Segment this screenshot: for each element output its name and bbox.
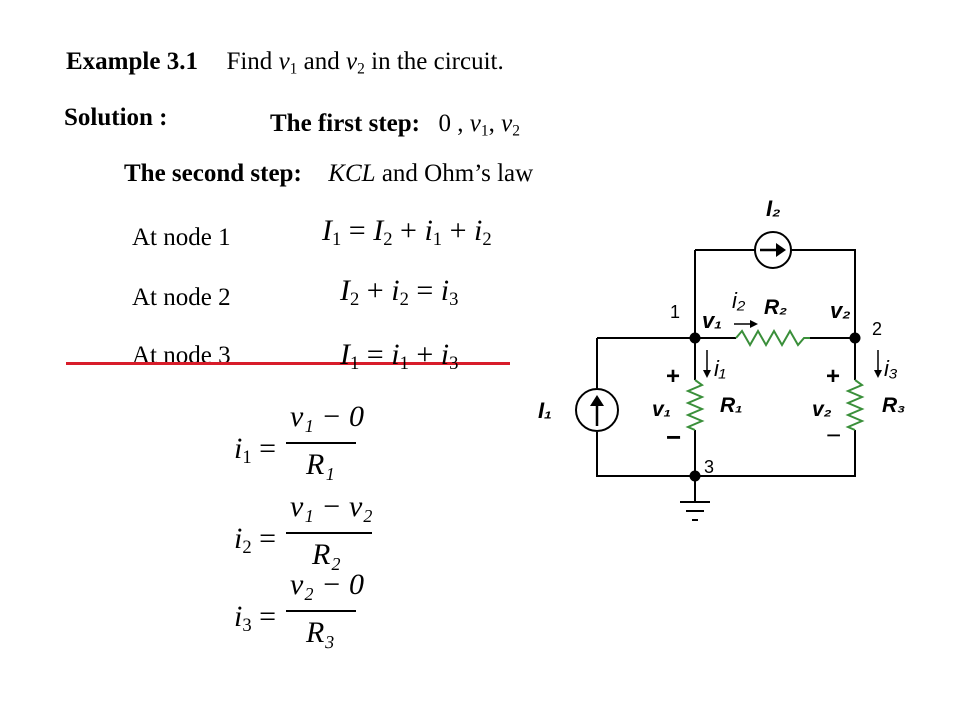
node-3-number: 3 <box>704 457 714 477</box>
node-3-dot <box>689 470 701 482</box>
ohm-eq2-bar <box>286 532 372 534</box>
i3-arrow-icon <box>874 350 882 378</box>
ohm-eq1-lhs: i1 = <box>234 432 277 469</box>
v1-sub: 1 <box>289 60 298 78</box>
node-1-dot <box>689 332 701 344</box>
eq3-lhs-sub: 1 <box>350 353 360 375</box>
label-v1-node: v₁ <box>702 308 722 333</box>
first-step-v1-sub: 1 <box>480 122 489 140</box>
eq2-rhs-sub: 3 <box>449 289 459 311</box>
node3-label: At node 3 <box>132 342 231 369</box>
node-1-number: 1 <box>670 302 680 322</box>
eq3-t1-sub: 1 <box>399 353 409 375</box>
eq2-t2: i <box>391 274 400 307</box>
ohm2-i: i <box>234 522 243 555</box>
first-step-v2: v <box>501 110 513 137</box>
ohm2-i-sub: 2 <box>242 537 252 559</box>
solution-label: Solution : <box>64 104 168 131</box>
circuit-wires <box>596 249 856 502</box>
ohm1-i: i <box>234 432 243 465</box>
node3-equation: I1 = i1 + i3 <box>340 338 459 375</box>
i1-arrow-icon <box>703 350 711 378</box>
eq1-t2: i <box>424 214 433 247</box>
resistor-r3-icon <box>845 379 865 431</box>
label-I2: I₂ <box>766 196 781 221</box>
ohm-eq2-num: v₁ − v₂ <box>290 490 373 523</box>
v2-plus: + <box>826 363 840 390</box>
eq2-t1: I <box>340 274 350 307</box>
current-source-i2-icon <box>754 231 792 269</box>
second-step-label: The second step: <box>124 160 302 187</box>
node2-label: At node 2 <box>132 284 231 311</box>
first-step-zero: 0 , <box>438 110 464 137</box>
ohm-eq1-num: v₁ − 0 <box>290 400 364 433</box>
label-R3: R₃ <box>882 394 905 417</box>
eq3-t2-sub: 3 <box>449 353 459 375</box>
eq1-t2-sub: 1 <box>432 229 443 251</box>
node1-label: At node 1 <box>132 224 231 251</box>
second-step-rest: and Ohm’s law <box>381 160 534 187</box>
second-step: The second step: KCL and Ohm’s law <box>124 160 533 188</box>
label-R1: R₁ <box>720 394 743 417</box>
ohm3-i: i <box>234 600 243 633</box>
first-step-v1: v <box>469 110 481 137</box>
first-step-label: The first step: <box>270 110 420 137</box>
label-I1: I₁ <box>538 398 552 423</box>
eq3-t2: i <box>440 338 450 371</box>
node-2-number: 2 <box>872 319 882 339</box>
ohm-eq3-lhs: i3 = <box>234 600 277 637</box>
and-text: and <box>303 48 340 75</box>
node-2-dot <box>849 332 861 344</box>
label-v2-node: v₂ <box>830 298 851 323</box>
label-v1-branch: v₁ <box>652 398 671 421</box>
example-title: Example 3.1 Find v1 and v2 in the circui… <box>66 48 504 78</box>
node2-equation: I2 + i2 = i3 <box>340 274 459 311</box>
label-v2-branch: v₂ <box>812 398 832 421</box>
ohm-eq1-bar <box>286 442 356 444</box>
ohm-eq2-den: R₂ <box>312 538 341 571</box>
current-source-i1-icon <box>575 388 619 432</box>
v2-minus: − <box>826 420 841 450</box>
ohm-eq3-bar <box>286 610 356 612</box>
label-R2: R₂ <box>764 296 787 319</box>
first-step: The first step: 0 , v1, v2 <box>270 110 520 140</box>
ground-icon <box>680 501 710 521</box>
eq1-lhs: I <box>322 214 332 247</box>
in-the-circuit-text: in the circuit. <box>371 48 504 75</box>
i2-arrow-icon <box>734 320 758 328</box>
node1-equation: I1 = I2 + i1 + i2 <box>322 214 492 251</box>
eq1-t1-sub: 2 <box>383 229 393 251</box>
eq3-lhs: I <box>340 338 350 371</box>
eq2-t2-sub: 2 <box>399 289 409 311</box>
second-step-kcl: KCL <box>328 160 376 187</box>
eq1-t3-sub: 2 <box>482 229 492 251</box>
resistor-r2-icon <box>735 328 810 348</box>
circuit-diagram: I₂ I₁ R₂ R₁ R₃ 1 2 3 v₁ v₂ i₂ i₁ i₃ + − … <box>538 196 905 521</box>
find-text: Find <box>226 48 273 75</box>
eq1-lhs-sub: 1 <box>332 229 342 251</box>
ohm-eq2-lhs: i2 = <box>234 522 277 559</box>
resistor-r1-icon <box>685 379 705 431</box>
v1-plus: + <box>666 363 680 390</box>
v2-var: v <box>346 48 358 75</box>
eq1-t3: i <box>474 214 483 247</box>
first-step-v2-sub: 2 <box>512 122 520 140</box>
ohm-eq3-den: R₃ <box>306 616 335 649</box>
label-i3: i₃ <box>884 356 898 381</box>
example-label: Example 3.1 <box>66 48 198 75</box>
label-i2: i₂ <box>732 288 746 313</box>
ohm-eq1-den: R₁ <box>306 448 335 481</box>
eq1-t1: I <box>373 214 384 247</box>
v1-var: v <box>278 48 290 75</box>
ohm-eq3-num: v₂ − 0 <box>290 568 364 601</box>
eq2-t1-sub: 2 <box>350 289 360 311</box>
ohm1-i-sub: 1 <box>242 447 252 469</box>
v2-sub: 2 <box>357 60 365 78</box>
v1-minus: − <box>666 422 681 452</box>
label-i1: i₁ <box>714 356 726 381</box>
ohm3-i-sub: 3 <box>242 615 252 637</box>
eq2-rhs: i <box>440 274 450 307</box>
node3-strikethrough <box>66 362 510 365</box>
eq3-t1: i <box>391 338 400 371</box>
